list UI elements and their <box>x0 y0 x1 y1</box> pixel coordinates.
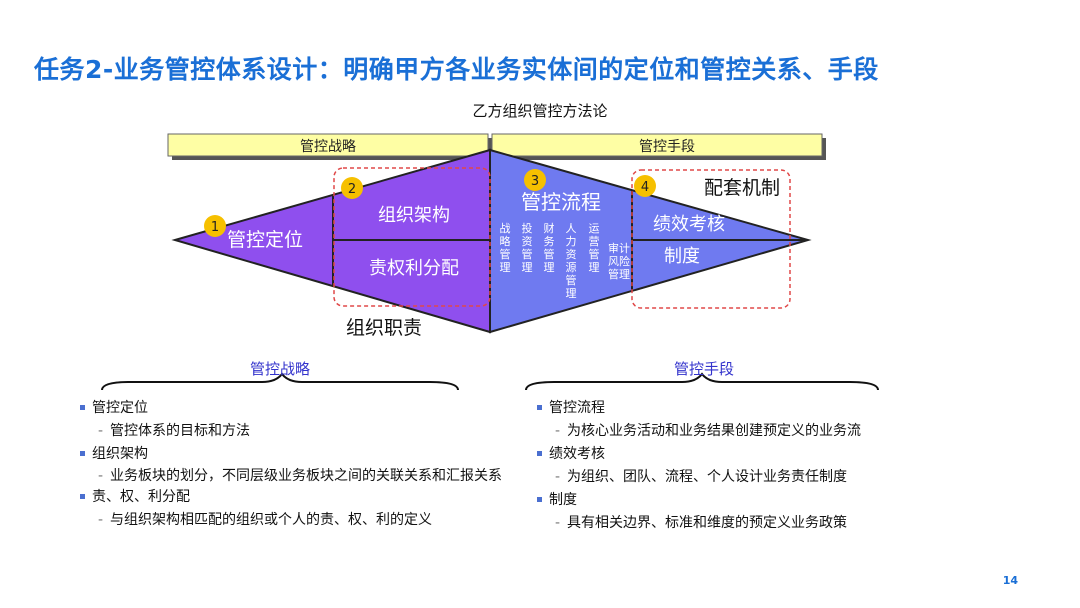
list-item-desc: 为核心业务活动和业务结果创建预定义的业务流 <box>537 420 957 443</box>
label-liucheng: 管控流程 <box>521 190 601 214</box>
list-item-title: 责、权、利分配 <box>80 486 520 509</box>
list-item-title: 组织架构 <box>80 443 520 466</box>
dashed-box-left <box>333 167 491 307</box>
bar-right <box>491 133 823 157</box>
bar-left-label: 管控战略 <box>300 139 356 155</box>
page-title: 任务2-业务管控体系设计：明确甲方各业务实体间的定位和管控关系、手段 <box>34 55 879 84</box>
list-item-title: 管控定位 <box>80 397 520 420</box>
svg-text:4: 4 <box>641 180 649 195</box>
page-number: 14 <box>1002 574 1018 587</box>
list-item-desc: 具有相关边界、标准和维度的预定义业务政策 <box>537 512 957 535</box>
badge-4: 4 <box>634 175 656 197</box>
list-item-title: 管控流程 <box>537 397 957 420</box>
label-zhidu: 制度 <box>664 246 700 267</box>
dashed-box-right <box>631 169 791 309</box>
brace-left <box>101 372 459 391</box>
right-section-heading: 管控手段 <box>673 360 734 378</box>
left-section-heading: 管控战略 <box>249 360 310 378</box>
label-peitao: 配套机制 <box>704 177 780 199</box>
label-dingwei: 管控定位 <box>227 229 303 251</box>
svg-text:1: 1 <box>211 220 219 235</box>
right-section-list: 管控流程 为核心业务活动和业务结果创建预定义的业务流 绩效考核 为组织、团队、流… <box>537 397 957 535</box>
label-zuzhi: 组织架构 <box>378 205 450 226</box>
process-column-label: 战略管理 <box>500 222 511 274</box>
svg-text:3: 3 <box>531 174 539 189</box>
badge-2: 2 <box>341 177 363 199</box>
brace-right <box>525 372 879 391</box>
list-item-desc: 为组织、团队、流程、个人设计业务责任制度 <box>537 466 957 489</box>
label-zequan: 责权利分配 <box>369 258 459 279</box>
left-section-list: 管控定位 管控体系的目标和方法 组织架构 业务板块的划分，不同层级业务板块之间的… <box>80 397 520 532</box>
bar-left <box>167 133 489 157</box>
bar-right-label: 管控手段 <box>639 139 695 155</box>
svg-text:2: 2 <box>348 182 356 197</box>
list-item-title: 绩效考核 <box>537 443 957 466</box>
list-item-desc: 管控体系的目标和方法 <box>80 420 520 443</box>
process-column-label: 投资管理 <box>522 221 533 274</box>
process-column-label: 运营管理 <box>589 222 600 274</box>
badge-3: 3 <box>524 169 546 191</box>
list-item-title: 制度 <box>537 489 957 512</box>
list-item-desc: 业务板块的划分，不同层级业务板块之间的关联关系和汇报关系 <box>80 466 520 486</box>
label-jixiao: 绩效考核 <box>653 214 725 235</box>
process-column-label: 人力资源管理 <box>566 222 577 300</box>
process-column-label: 审计风险管理 <box>608 241 630 281</box>
diagram-subtitle: 乙方组织管控方法论 <box>472 102 608 120</box>
process-column-label: 财务管理 <box>544 221 555 274</box>
label-zhize: 组织职责 <box>346 317 422 339</box>
badge-1: 1 <box>204 215 226 237</box>
list-item-desc: 与组织架构相匹配的组织或个人的责、权、利的定义 <box>80 509 520 532</box>
